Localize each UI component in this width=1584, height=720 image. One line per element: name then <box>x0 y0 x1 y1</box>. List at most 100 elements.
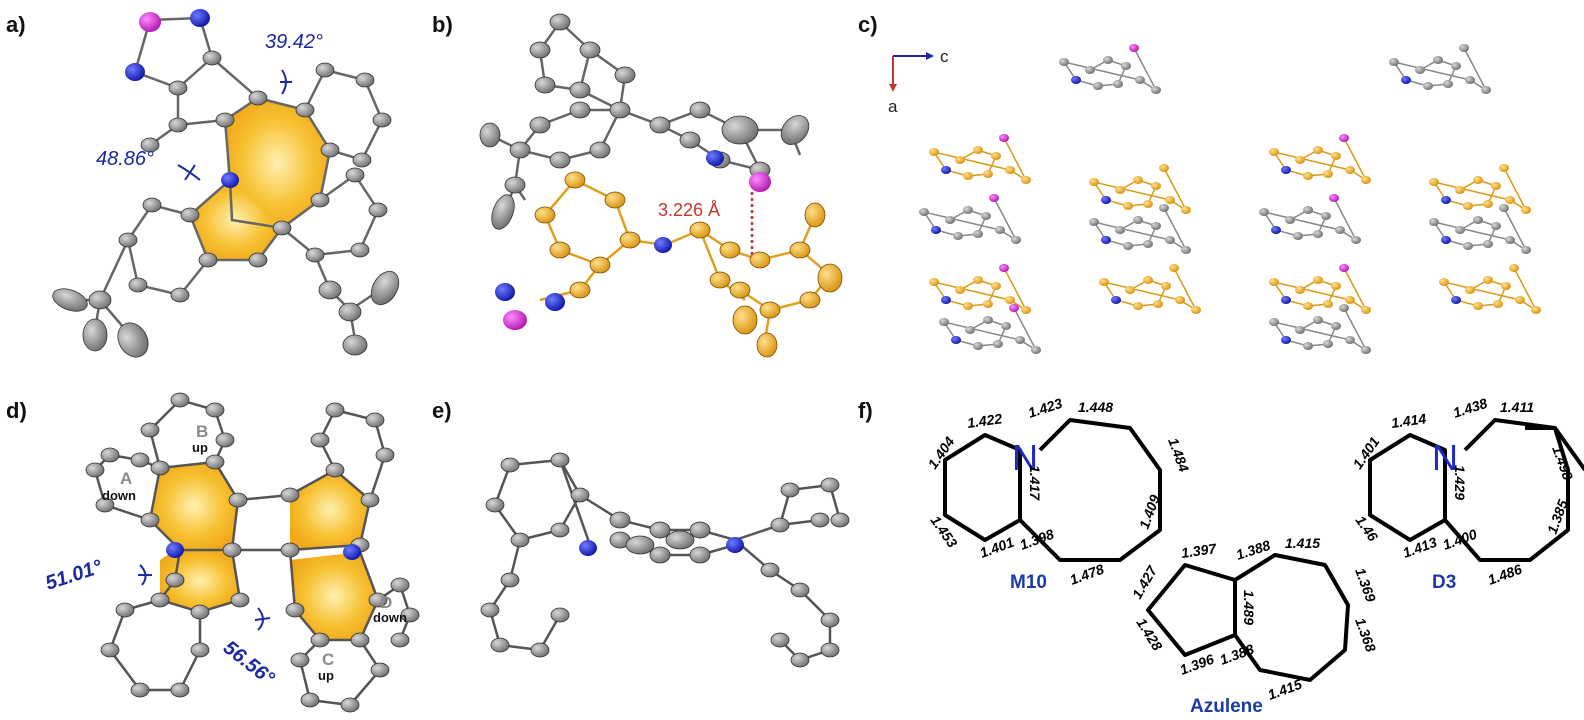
packing-atom <box>1285 216 1295 224</box>
ring-tag-c: C <box>322 650 334 669</box>
ring-tag-b: B <box>196 422 208 441</box>
azulene-five-ring <box>1146 563 1237 657</box>
packing-atom <box>1313 316 1323 324</box>
packing-atom <box>1313 276 1323 284</box>
m10-bond-1: 1.422 <box>966 410 1003 431</box>
packing-atom <box>1481 86 1491 94</box>
packing-atom <box>1313 146 1323 154</box>
packing-atom <box>1313 230 1323 238</box>
packing-atom <box>1345 296 1355 304</box>
packing-atom <box>1161 282 1171 290</box>
panel-c-label: c) <box>858 12 878 37</box>
panel-f-label: f) <box>858 398 873 423</box>
ring-highlight-d-2 <box>160 550 240 612</box>
packing-atom <box>1159 164 1169 172</box>
packing-atom <box>1151 182 1161 190</box>
packing-atom <box>1459 44 1469 52</box>
packing-atom <box>939 318 949 326</box>
packing-atom <box>1455 226 1465 234</box>
packing-motif <box>1429 204 1531 254</box>
nitrogen-a-2 <box>125 63 145 81</box>
packing-atom <box>1429 218 1439 226</box>
packing-atom <box>1505 196 1515 204</box>
nitrogen-a-center <box>221 172 239 188</box>
packing-atom <box>1143 200 1153 208</box>
axis-c-label: c <box>940 47 949 66</box>
packing-atom <box>973 230 983 238</box>
packing-atom <box>963 206 973 214</box>
packing-atom <box>1303 342 1313 350</box>
packing-atom <box>1483 276 1493 284</box>
packing-atom <box>1499 204 1509 212</box>
m10-bond-2: 1.423 <box>1026 395 1064 421</box>
angle-a-1: 39.42° <box>265 31 323 53</box>
packing-atom <box>1015 336 1025 344</box>
packing-atom <box>1329 194 1339 202</box>
packing-atom <box>1133 176 1143 184</box>
packing-atom <box>1009 304 1019 312</box>
packing-atom <box>1415 66 1425 74</box>
m10-five-ring <box>943 433 1022 542</box>
packing-atom <box>1133 216 1143 224</box>
packing-atom <box>1165 236 1175 244</box>
m10-bond-5: 1.484 <box>1165 436 1192 475</box>
packing-atom <box>1323 300 1333 308</box>
angle-marker-a-2 <box>177 164 201 181</box>
d3-bond-11: 1.486 <box>1486 561 1525 588</box>
d3-nitrogen-label: N <box>1432 437 1458 478</box>
packing-atom <box>1451 296 1461 304</box>
packing-atom <box>1123 242 1133 250</box>
packing-atom <box>1101 196 1111 204</box>
packing-atom <box>1121 62 1131 70</box>
packing-atom <box>1439 278 1449 286</box>
packing-atom <box>1491 182 1501 190</box>
angle-d-2: 56.56° <box>219 637 279 691</box>
azulene-seven-ring <box>1233 553 1350 682</box>
ring-dir-b: up <box>192 440 208 455</box>
packing-atom <box>1005 166 1015 174</box>
angle-marker-d-2 <box>254 607 271 631</box>
packing-motif <box>1099 264 1201 314</box>
packing-atom <box>1021 306 1031 314</box>
heteroatom-b-grey <box>749 172 771 192</box>
packing-atom <box>1175 296 1185 304</box>
packing-atom <box>1429 178 1439 186</box>
packing-atom <box>1295 326 1305 334</box>
azulene-bond-8: 1.368 <box>1352 616 1379 655</box>
packing-atom <box>1303 302 1313 310</box>
packing-atom <box>1259 208 1269 216</box>
panel-a: a) <box>6 9 400 358</box>
axis-a-label: a <box>888 97 898 116</box>
packing-atom <box>991 152 1001 160</box>
packing-atom <box>1011 236 1021 244</box>
packing-atom <box>963 302 973 310</box>
packing-motif <box>1389 44 1491 94</box>
packing-atom <box>1071 76 1081 84</box>
d3-bond-10: 1.400 <box>1441 526 1480 553</box>
nitrogen-d-2 <box>343 544 361 560</box>
packing-atom <box>955 286 965 294</box>
ring-dir-d: down <box>373 610 407 625</box>
azulene-bond-4: 1.427 <box>1129 562 1161 601</box>
angle-marker-d-1 <box>138 564 152 586</box>
azulene-bond-5: 1.369 <box>1352 566 1379 605</box>
packing-atom <box>1339 134 1349 142</box>
panel-e: e) <box>432 398 850 668</box>
packing-atom <box>995 226 1005 234</box>
azulene-bond-3: 1.415 <box>1285 535 1320 551</box>
packing-motif <box>1429 164 1531 214</box>
packing-atom <box>1451 62 1461 70</box>
heteroatom-a <box>139 12 161 32</box>
m10-bond-4: 1.404 <box>924 434 957 472</box>
packing-atom <box>1323 170 1333 178</box>
packing-atom <box>1143 240 1153 248</box>
packing-atom <box>1303 172 1313 180</box>
packing-atom <box>1433 56 1443 64</box>
packing-atom <box>1361 346 1371 354</box>
structure-azulene: 1.397 1.388 1.415 1.427 1.369 1.489 1.42… <box>1129 535 1380 717</box>
packing-atom <box>1099 278 1109 286</box>
azulene-name: Azulene <box>1190 696 1263 717</box>
axis-c-arrowhead <box>926 52 934 60</box>
packing-atom <box>1129 44 1139 52</box>
ring-highlight-d-1 <box>150 462 238 550</box>
